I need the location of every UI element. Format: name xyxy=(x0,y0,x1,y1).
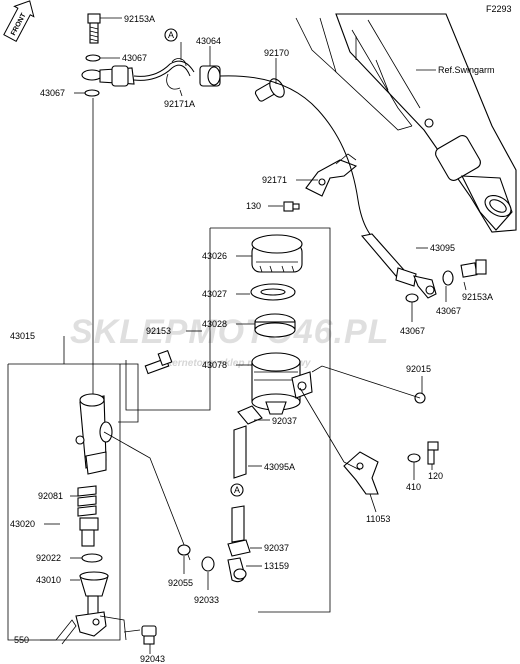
banjo-fitting xyxy=(81,60,195,87)
callout-120: 120 xyxy=(428,471,443,481)
callout-92171: 92171 xyxy=(262,175,287,185)
washer-43067-d xyxy=(442,270,454,286)
callout-550: 550 xyxy=(14,635,29,645)
bolt-92153a-top xyxy=(87,13,101,44)
pin-92043 xyxy=(141,625,157,645)
master-cylinder-body xyxy=(75,393,113,475)
reservoir-cap-43026 xyxy=(251,234,303,273)
callout-92153a-top: 92153A xyxy=(124,14,155,24)
reservoir-43078 xyxy=(251,352,313,415)
callout-43027: 43027 xyxy=(202,289,227,299)
elbow-13159 xyxy=(227,557,247,583)
reservoir-frame xyxy=(125,227,331,613)
hose-43095a-upper xyxy=(233,425,247,479)
front-arrow: FRONT xyxy=(3,0,35,42)
bolt-92153a-right xyxy=(460,259,487,278)
callout-43078: 43078 xyxy=(202,360,227,370)
callout-43010: 43010 xyxy=(36,575,61,585)
bracket-92171 xyxy=(305,153,358,197)
o-ring-92033 xyxy=(201,556,215,572)
callout-labels: 92153A 43067 43067 43064 92170 92171A 92… xyxy=(10,14,493,664)
callout-92153: 92153 xyxy=(146,326,171,336)
bolt-120 xyxy=(427,441,439,465)
washer-43067-c xyxy=(405,293,419,303)
dust-boot-43010 xyxy=(79,571,109,597)
bracket-11053 xyxy=(343,451,379,495)
callout-43020: 43020 xyxy=(10,519,35,529)
callout-13159: 13159 xyxy=(264,561,289,571)
hose-lower-end xyxy=(360,233,437,299)
callout-92081: 92081 xyxy=(38,491,63,501)
callout-43067-lower: 43067 xyxy=(400,326,425,336)
push-rod-clevis xyxy=(75,595,107,637)
diagram-code: F2293 xyxy=(486,4,512,14)
connector-a-top: A xyxy=(164,28,178,42)
connector-a-mid-label: A xyxy=(234,485,240,495)
clamp-92037-bottom xyxy=(227,539,251,557)
callout-43015: 43015 xyxy=(10,331,35,341)
callout-43095: 43095 xyxy=(430,243,455,253)
callout-92015: 92015 xyxy=(406,364,431,374)
callout-43095a: 43095A xyxy=(264,462,295,472)
callout-43028: 43028 xyxy=(202,319,227,329)
callout-92043: 92043 xyxy=(140,654,165,664)
callout-92153a-right: 92153A xyxy=(462,292,493,302)
washer-43067-a xyxy=(85,54,101,62)
callout-130: 130 xyxy=(246,201,261,211)
callout-43064: 43064 xyxy=(196,36,221,46)
master-cylinder-frame xyxy=(7,363,139,641)
washer-43067-b xyxy=(84,89,100,97)
clamp-92170 xyxy=(254,78,285,102)
grommet-43064 xyxy=(199,65,221,87)
callout-43067-left: 43067 xyxy=(40,88,65,98)
leader-lines xyxy=(40,17,467,654)
diaphragm-plate-43027 xyxy=(250,283,296,301)
callout-92037-top: 92037 xyxy=(272,416,297,426)
washer-410 xyxy=(407,453,421,463)
seal-92022 xyxy=(81,553,103,563)
swingarm xyxy=(295,13,517,233)
callout-43026: 43026 xyxy=(202,251,227,261)
clamp-92037-top xyxy=(237,405,263,425)
callout-92055: 92055 xyxy=(168,578,193,588)
piston-kit-43020 xyxy=(77,485,99,547)
connector-a-mid: A xyxy=(230,483,244,497)
watermark: SKLEPMOTO46.PL internetowy sklep motocyk… xyxy=(70,313,389,369)
callout-92171a: 92171A xyxy=(164,99,195,109)
bolt-92153 xyxy=(144,349,173,375)
callout-92022: 92022 xyxy=(36,553,61,563)
connector-a-top-label: A xyxy=(168,30,174,40)
callout-43067-right: 43067 xyxy=(436,306,461,316)
clamp-92171a xyxy=(166,58,187,90)
label-ref-swingarm: Ref.Swingarm xyxy=(438,65,495,75)
diaphragm-43028 xyxy=(254,313,296,338)
brake-hose-43095 xyxy=(219,75,379,241)
bolt-130 xyxy=(283,201,300,212)
callout-410: 410 xyxy=(406,482,421,492)
callout-92037-bottom: 92037 xyxy=(264,543,289,553)
pin-550 xyxy=(55,619,77,645)
callout-11053: 11053 xyxy=(366,514,390,524)
callout-92033: 92033 xyxy=(194,595,219,605)
watermark-brand: SKLEPMOTO46.PL xyxy=(70,313,389,351)
callout-92170: 92170 xyxy=(264,48,289,58)
watermark-tagline: internetowy sklep motocyklowy xyxy=(160,358,311,369)
callout-43067-top: 43067 xyxy=(122,53,147,63)
o-ring-92055 xyxy=(177,544,191,556)
hose-43095a-lower xyxy=(231,505,245,543)
